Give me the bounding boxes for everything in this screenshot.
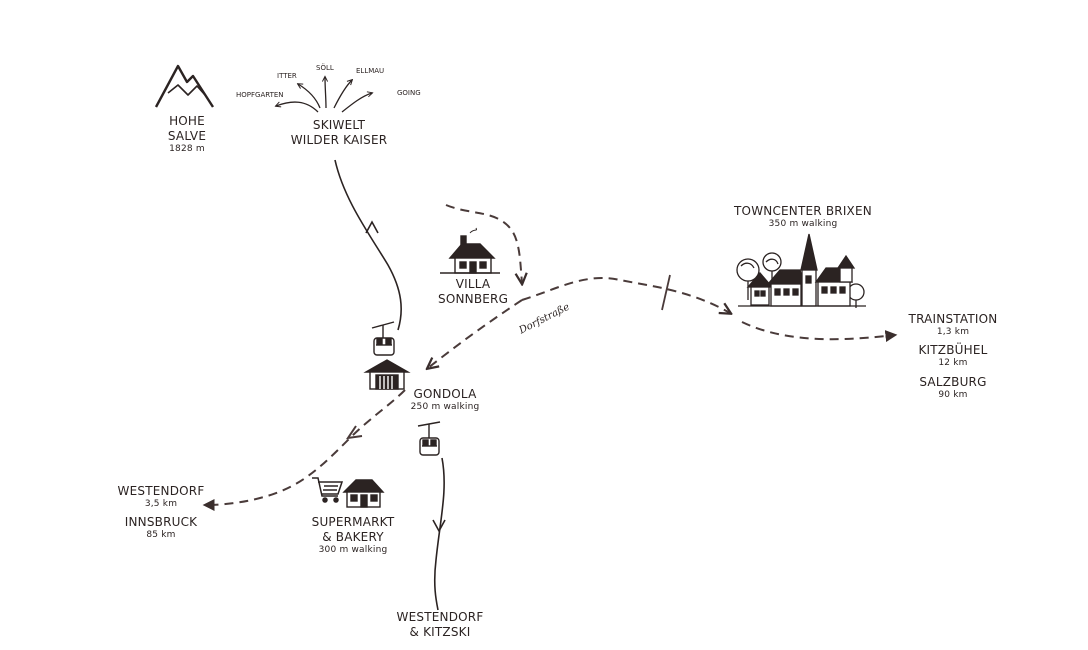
villa-house-icon <box>440 227 500 274</box>
road-west <box>202 389 406 511</box>
west-destinations: WESTENDORF 3,5 km INNSBRUCK 85 km <box>112 484 210 542</box>
east-dest-distance: 90 km <box>938 389 968 400</box>
towncenter-name: TOWNCENTER BRIXEN <box>734 204 872 218</box>
east-dest-distance: 1,3 km <box>936 327 970 337</box>
supermarket-line2: & BAKERY <box>322 530 384 544</box>
supermarket-distance: 300 m walking <box>318 545 388 555</box>
gondola-name: GONDOLA <box>413 387 477 401</box>
west-dest-name: INNSBRUCK <box>124 515 198 530</box>
shopping-cart-icon <box>312 477 344 503</box>
villa-path <box>445 204 522 283</box>
villa-line2: SONNBERG <box>438 292 509 306</box>
east-destinations: TRAINSTATION 1,3 km KITZBÜHEL 12 km SALZ… <box>900 312 1006 401</box>
road-west-arrowhead <box>345 425 363 440</box>
peak-name-line1: HOHE <box>169 114 205 128</box>
south-destination-label: WESTENDORF & KITZSKI <box>390 610 490 640</box>
village-ellmau: ELLMAU <box>356 67 385 75</box>
villa-line1: VILLA <box>455 277 491 291</box>
bakery-house-icon <box>342 479 385 508</box>
road-trainstation <box>741 321 898 343</box>
gondola-arrow-north <box>365 220 379 234</box>
village-hopfgarten: HOPFGARTEN <box>236 91 284 99</box>
skiwelt-line1: SKIWELT <box>312 118 366 132</box>
east-dest-name: SALZBURG <box>919 374 987 389</box>
peak-label: HOHE SALVE 1828 m <box>152 114 222 155</box>
west-dest-distance: 85 km <box>146 530 176 541</box>
skiwelt-label: SKIWELT WILDER KAISER <box>280 118 398 148</box>
towncenter-distance: 350 m walking <box>768 219 838 229</box>
road-tick <box>661 274 671 311</box>
peak-name-line2: SALVE <box>167 129 207 143</box>
gondola-cabin-south-icon <box>417 421 441 456</box>
skiwelt-arrows <box>276 77 372 113</box>
west-dest-name: WESTENDORF <box>117 484 205 498</box>
village-soell: SÖLL <box>316 64 334 72</box>
west-dest-distance: 3,5 km <box>144 499 178 509</box>
gondola-label: GONDOLA 250 m walking <box>404 387 486 413</box>
south-line2: & KITZSKI <box>409 625 471 639</box>
east-dest-name: KITZBÜHEL <box>918 343 988 358</box>
gondola-line-north <box>334 159 402 331</box>
towncenter-label: TOWNCENTER BRIXEN 350 m walking <box>728 204 878 230</box>
east-dest-distance: 12 km <box>938 358 968 369</box>
supermarket-label: SUPERMARKT & BAKERY 300 m walking <box>302 515 404 556</box>
villa-label: VILLA SONNBERG <box>438 277 508 307</box>
gondola-line-south <box>433 457 445 611</box>
road-to-gondola <box>428 299 523 368</box>
gondola-distance: 250 m walking <box>410 402 480 412</box>
town-center-icon <box>736 233 866 308</box>
east-dest-name: TRAINSTATION <box>908 312 998 326</box>
supermarket-line1: SUPERMARKT <box>311 515 395 529</box>
gondola-arrow-south <box>432 519 446 533</box>
gondola-station-icon <box>363 359 411 390</box>
village-going: GOING <box>397 89 421 97</box>
mountain-icon <box>154 64 215 108</box>
skiwelt-line2: WILDER KAISER <box>290 133 388 147</box>
road-east <box>521 277 730 313</box>
peak-elevation: 1828 m <box>169 144 205 154</box>
village-itter: ITTER <box>277 72 297 80</box>
south-line1: WESTENDORF <box>396 610 484 624</box>
gondola-cabin-icon <box>371 321 395 356</box>
